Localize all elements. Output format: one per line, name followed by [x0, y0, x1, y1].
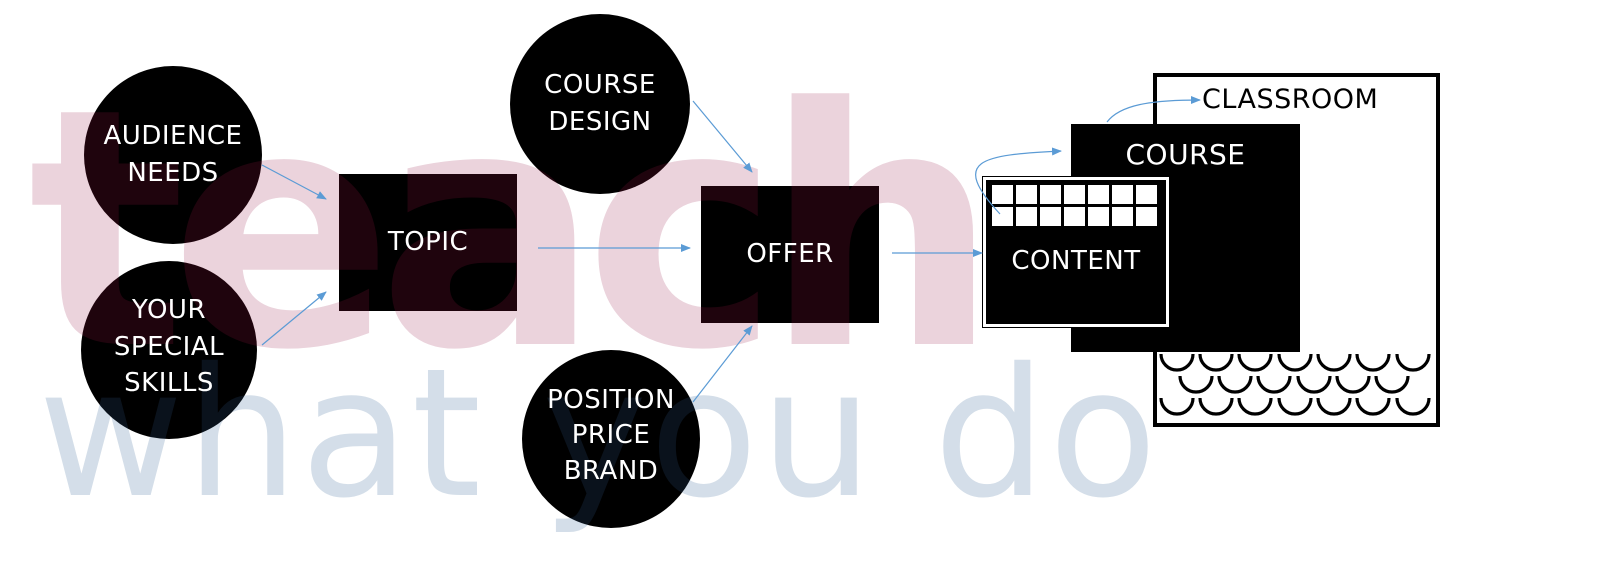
classroom-seats-icon [1157, 352, 1432, 419]
node-label: TOPIC [387, 227, 469, 258]
node-label: OFFER [746, 239, 834, 270]
node-audience-needs: AUDIENCE NEEDS [84, 66, 262, 244]
node-label-line: SKILLS [124, 368, 214, 399]
node-label-line: SPECIAL [113, 331, 225, 362]
node-label-line: BRAND [563, 455, 659, 486]
node-label-line: POSITION [547, 384, 675, 415]
node-label-line: COURSE [544, 70, 656, 101]
content-grid-icon [992, 185, 1157, 226]
node-offer: OFFER [701, 186, 879, 323]
content-label: CONTENT [1011, 246, 1141, 276]
node-your-special-skills: YOUR SPECIAL SKILLS [81, 261, 257, 439]
classroom-label: CLASSROOM [1202, 84, 1379, 115]
node-topic: TOPIC [339, 174, 517, 311]
course-label: COURSE [1125, 138, 1246, 171]
node-content: CONTENT [983, 177, 1169, 327]
node-label-line: DESIGN [548, 107, 652, 137]
node-label-line: PRICE [571, 420, 651, 451]
node-label-line: AUDIENCE [103, 121, 243, 152]
node-course-design: COURSE DESIGN [510, 14, 690, 194]
node-position-price-brand: POSITION PRICE BRAND [522, 350, 700, 528]
node-label-line: YOUR [131, 295, 207, 326]
node-label-line: NEEDS [127, 158, 219, 188]
